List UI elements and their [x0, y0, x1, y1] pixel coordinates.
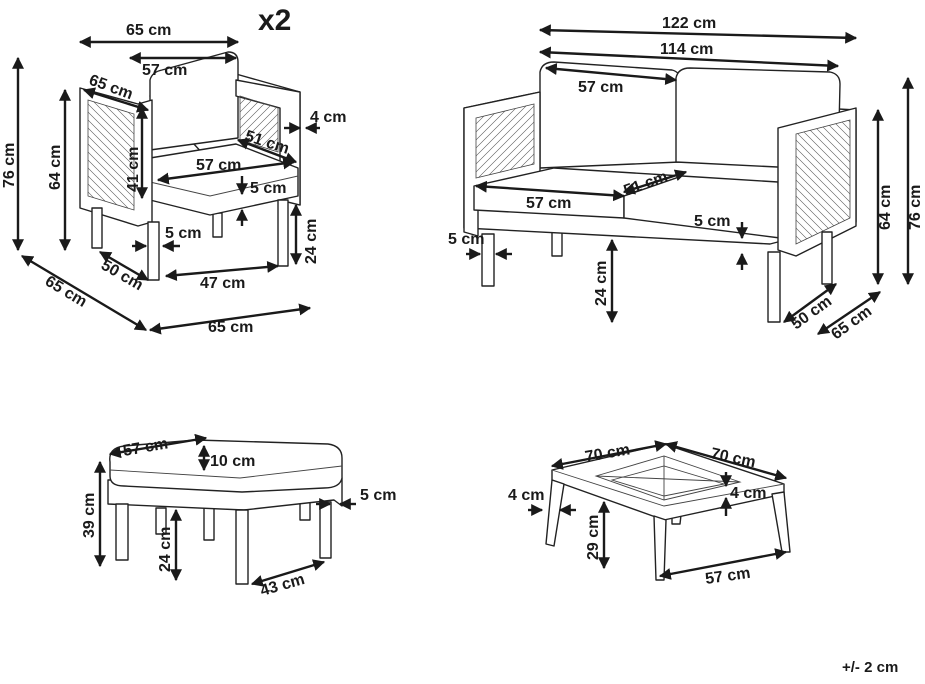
armchair-rear-right-leg — [277, 199, 289, 267]
armchair-back-cushion-width-label: 57 cm — [142, 62, 187, 79]
armchair-back-height-label: 41 cm — [125, 147, 142, 192]
sofa-inner-width-label: 114 cm — [660, 41, 713, 58]
armchair-front-right-leg — [147, 221, 160, 281]
table-front-center-leg — [653, 515, 667, 581]
table-front-right-leg — [771, 491, 791, 553]
armchair-top-width-label: 65 cm — [126, 22, 171, 39]
sofa-leg-width-label: 5 cm — [448, 231, 484, 248]
armchair-front-left-leg — [91, 207, 103, 249]
sofa-back-left-leg — [551, 229, 563, 257]
sofa-arm-height-label: 64 cm — [877, 185, 894, 230]
armchair-seat-width-label: 57 cm — [196, 157, 241, 174]
ottoman-labels: 57 cm 10 cm 39 cm 5 cm 24 cm 43 cm — [81, 435, 396, 600]
ottoman-back-right-leg — [203, 507, 215, 541]
table-top-thickness-label: 4 cm — [730, 485, 766, 502]
table-dimensions — [528, 440, 788, 580]
ottoman-leg-height-label: 24 cm — [157, 527, 174, 572]
sofa-labels: 122 cm 114 cm 57 cm 51 cm 57 cm 5 cm 5 c… — [448, 15, 924, 343]
sofa-dimensions — [466, 24, 914, 335]
armchair-cushion-thickness-label: 5 cm — [250, 180, 286, 197]
sofa-back-cushion-width-label: 57 cm — [578, 79, 623, 96]
armchair-labels: x2 65 cm 57 cm 65 cm 76 cm 64 cm 41 cm 4… — [1, 4, 346, 336]
armchair-dimensions — [12, 36, 320, 335]
ottoman-cushion-thickness-label: 10 cm — [210, 453, 255, 470]
armchair-leg-span-label: 47 cm — [200, 275, 245, 292]
armchair-back-leg — [212, 212, 223, 238]
sofa-seat-width-label: 57 cm — [526, 195, 571, 212]
ottoman-back-left-leg — [155, 507, 167, 535]
armchair-front-width-label: 65 cm — [208, 319, 253, 336]
tolerance-label: +/- 2 cm — [842, 659, 898, 676]
sofa-cushion-thickness-label: 5 cm — [694, 213, 730, 230]
sofa-front-right-leg — [767, 251, 781, 323]
sofa-leg-height-label: 24 cm — [593, 261, 610, 306]
armchair-leg-height-label: 24 cm — [303, 219, 320, 264]
armchair-arm-height-label: 64 cm — [47, 145, 64, 190]
table-leg-span-label: 57 cm — [704, 565, 751, 588]
ottoman-front-right-leg — [235, 509, 249, 585]
ottoman-front-left-leg — [115, 503, 129, 561]
ottoman-frame-thickness-label: 5 cm — [360, 487, 396, 504]
armchair-side-depth-label: 65 cm — [42, 273, 90, 311]
table-front-left-leg — [545, 479, 565, 547]
armchair-overall-height-label: 76 cm — [1, 143, 18, 188]
armchair-inner-depth-label: 50 cm — [98, 257, 146, 294]
sofa-overall-width-label: 122 cm — [662, 15, 716, 32]
ottoman-rear-right-leg — [319, 501, 332, 559]
sofa-front-left-leg — [481, 233, 495, 287]
ottoman-height-label: 39 cm — [81, 493, 98, 538]
armchair-leg-width-label: 5 cm — [165, 225, 201, 242]
sofa-drawing — [463, 61, 857, 323]
sofa-overall-height-label: 76 cm — [907, 185, 924, 230]
table-leg-height-label: 29 cm — [585, 515, 602, 560]
armchair-arm-thickness-label: 4 cm — [310, 109, 346, 126]
table-edge-thickness-label: 4 cm — [508, 487, 544, 504]
ottoman-dimensions — [94, 433, 356, 587]
sofa-rear-right-leg — [821, 231, 833, 285]
multiplier-label: x2 — [258, 4, 291, 37]
